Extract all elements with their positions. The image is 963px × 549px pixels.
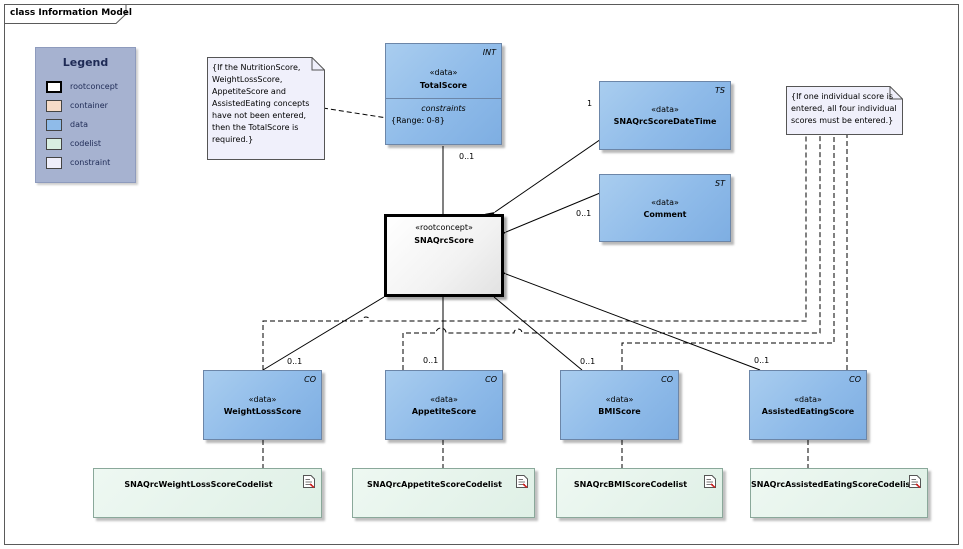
- legend-swatch-rootconcept: [46, 81, 62, 93]
- codelist-name: SNAQrcWeightLossScoreCodelist: [124, 480, 273, 489]
- compartment-divider: [386, 98, 501, 99]
- root-concept-snaqrc-score[interactable]: «rootconcept» SNAQrcScore: [384, 214, 504, 297]
- note-total-text: {If the NutritionScore, WeightLossScore,…: [212, 63, 310, 144]
- legend-label-constraint: constraint: [70, 158, 111, 167]
- class-name: SNAQrcScore: [414, 236, 474, 245]
- stereotype-label: «rootconcept»: [415, 223, 473, 232]
- stereotype-label: «data»: [248, 395, 277, 404]
- composition-comment[interactable]: [489, 192, 601, 240]
- legend-label-codelist: codelist: [70, 139, 102, 148]
- class-comment[interactable]: ST «data» Comment: [599, 174, 731, 242]
- note-individual-text: {If one individual score is entered, all…: [791, 92, 897, 125]
- class-weight-loss-score[interactable]: CO «data» WeightLossScore: [203, 370, 322, 440]
- frame-tab-shape: [4, 4, 127, 24]
- datatype-tag: CO: [304, 375, 316, 384]
- frame-title: class Information Model: [10, 8, 132, 18]
- legend-swatch-data: [46, 119, 62, 131]
- class-score-date-time[interactable]: TS «data» SNAQrcScoreDateTime: [599, 81, 731, 150]
- note-link-total[interactable]: [322, 107, 388, 119]
- multiplicity-appetite: 0..1: [423, 356, 439, 365]
- class-name: SNAQrcScoreDateTime: [613, 117, 717, 126]
- class-name: BMIScore: [598, 407, 641, 416]
- datatype-tag: ST: [715, 179, 725, 188]
- class-name: Comment: [643, 210, 687, 219]
- composition-bmi[interactable]: [480, 285, 583, 371]
- class-name: AppetiteScore: [411, 407, 477, 416]
- note-link-individual-2[interactable]: [402, 134, 821, 370]
- stereotype-label: «data»: [651, 198, 679, 207]
- legend-label-rootconcept: rootconcept: [70, 82, 118, 91]
- legend-swatch-constraint: [46, 157, 62, 169]
- class-bmi-score[interactable]: CO «data» BMIScore: [560, 370, 679, 440]
- datatype-tag: TS: [715, 86, 725, 95]
- composition-assisted[interactable]: [489, 267, 761, 371]
- class-assisted-eating-score[interactable]: CO «data» AssistedEatingScore: [749, 370, 867, 440]
- note-shape: [207, 57, 325, 160]
- multiplicity-weight: 0..1: [287, 357, 303, 366]
- stereotype-label: «data»: [429, 68, 458, 77]
- note-link-individual-3[interactable]: [621, 134, 835, 370]
- diagram-frame: [4, 4, 959, 545]
- codelist-document-icon: [303, 475, 315, 488]
- note-shape: [786, 86, 903, 135]
- stereotype-label: «data»: [651, 105, 679, 114]
- stereotype-label: «data»: [430, 395, 458, 404]
- codelist-name: SNAQrcAssistedEatingScoreCodelist: [751, 480, 915, 489]
- note-link-individual-1[interactable]: [262, 134, 807, 370]
- multiplicity-assisted: 0..1: [754, 356, 770, 365]
- multiplicity-comment: 0..1: [576, 209, 592, 218]
- class-name: AssistedEatingScore: [761, 407, 855, 416]
- multiplicity-total: 0..1: [459, 152, 475, 161]
- codelist-document-icon: [704, 475, 716, 488]
- datatype-tag: CO: [485, 375, 497, 384]
- datatype-tag: CO: [849, 375, 861, 384]
- constraints-header: constraints: [421, 104, 466, 113]
- multiplicity-bmi: 0..1: [580, 357, 596, 366]
- legend-swatch-codelist: [46, 138, 62, 150]
- stereotype-label: «data»: [794, 395, 822, 404]
- legend-swatch-container: [46, 100, 62, 112]
- class-name: TotalScore: [419, 81, 468, 90]
- class-appetite-score[interactable]: CO «data» AppetiteScore: [385, 370, 503, 440]
- codelist-name: SNAQrcAppetiteScoreCodelist: [367, 480, 502, 489]
- note-total-required[interactable]: {If the NutritionScore, WeightLossScore,…: [207, 57, 325, 160]
- class-name: WeightLossScore: [223, 407, 302, 416]
- legend-label-container: container: [70, 101, 108, 110]
- datatype-tag: CO: [661, 375, 673, 384]
- codelist-document-icon: [909, 475, 921, 488]
- note-individual-scores[interactable]: {If one individual score is entered, all…: [786, 86, 903, 135]
- legend-panel: Legend rootconcept container data codeli…: [35, 47, 136, 183]
- codelist-bmi[interactable]: SNAQrcBMIScoreCodelist: [556, 468, 723, 518]
- composition-weight[interactable]: [262, 287, 400, 371]
- legend-title: Legend: [62, 56, 109, 69]
- class-total-score[interactable]: INT «data» TotalScore constraints {Range…: [385, 43, 502, 145]
- diagram-frame-tab: class Information Model: [4, 4, 132, 24]
- codelist-name: SNAQrcBMIScoreCodelist: [573, 480, 688, 489]
- codelist-document-icon: [516, 475, 528, 488]
- datatype-tag: INT: [482, 48, 496, 57]
- codelist-weight-loss[interactable]: SNAQrcWeightLossScoreCodelist: [93, 468, 322, 518]
- constraint-range: {Range: 0-8}: [391, 116, 445, 125]
- codelist-assisted-eating[interactable]: SNAQrcAssistedEatingScoreCodelist: [750, 468, 928, 518]
- multiplicity-datetime: 1: [587, 99, 593, 108]
- codelist-appetite[interactable]: SNAQrcAppetiteScoreCodelist: [352, 468, 535, 518]
- stereotype-label: «data»: [605, 395, 634, 404]
- legend-label-data: data: [70, 120, 89, 129]
